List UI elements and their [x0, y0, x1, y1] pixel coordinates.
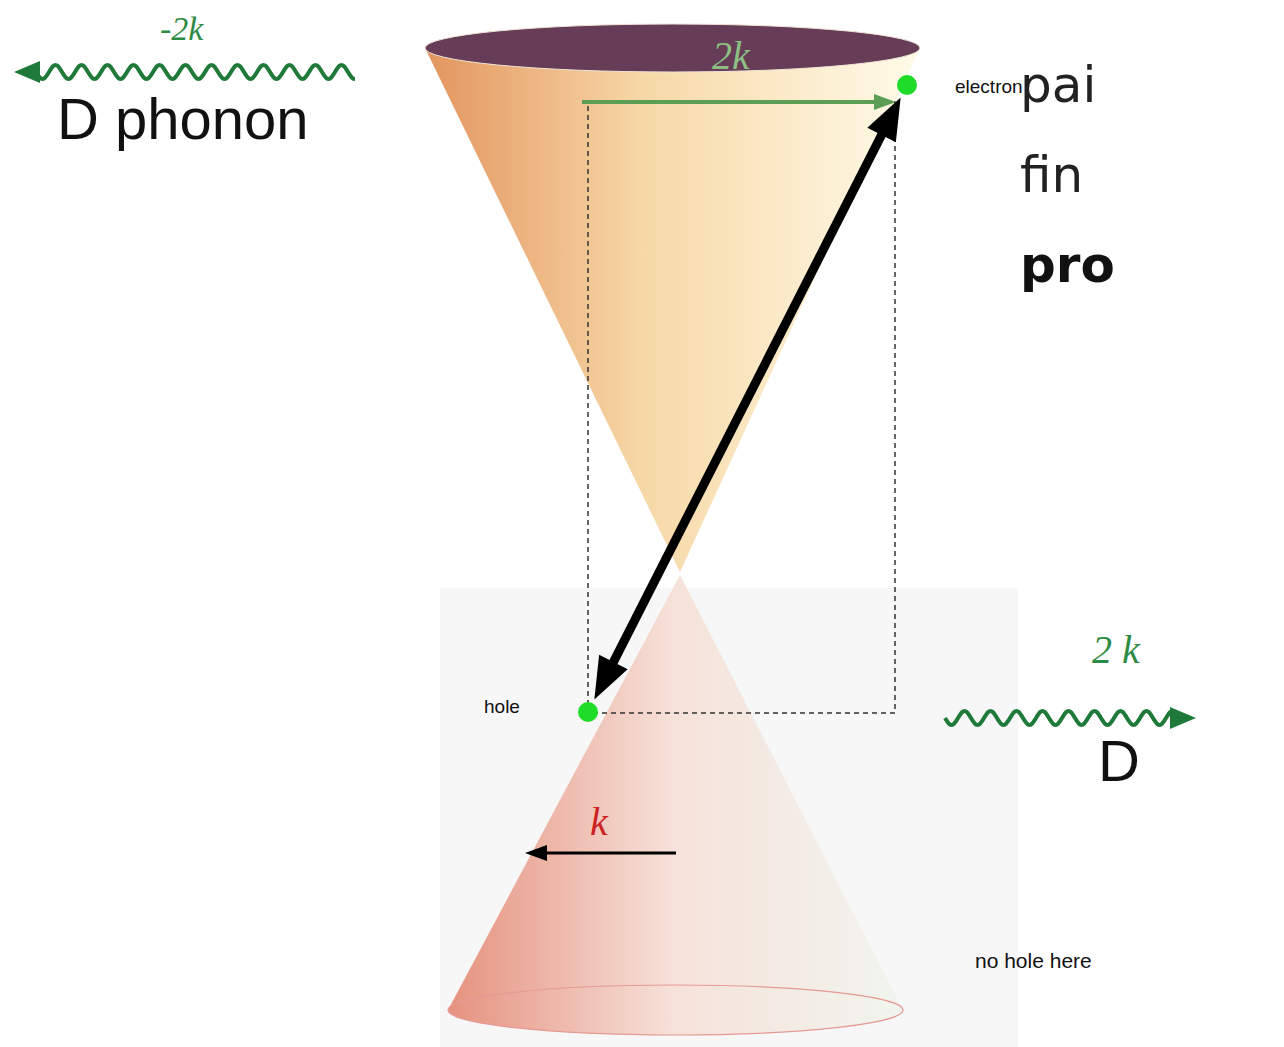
- arrow-head: [1170, 707, 1196, 729]
- transition-arrow: [610, 128, 885, 669]
- wavevector-label: 2k: [712, 36, 750, 76]
- phonon-wave: [945, 711, 1172, 725]
- lower-cone-rim: [448, 985, 903, 1035]
- cropped-text: pai: [1020, 60, 1096, 110]
- upper-cone-top: [425, 24, 920, 72]
- dashed-guide: [588, 102, 895, 713]
- lower-cone: [448, 575, 903, 1035]
- arrow-head: [14, 61, 40, 83]
- phonon-wave: [36, 65, 355, 79]
- upper-cone: [425, 48, 920, 572]
- arrow-head: [525, 845, 547, 861]
- momentum-arrow: [544, 852, 676, 855]
- particle-label: electron: [955, 77, 1023, 96]
- electron-dot: [897, 75, 917, 95]
- momentum-arrow: [582, 100, 876, 104]
- phonon-label: D phonon: [57, 90, 309, 148]
- phonon-label: D: [1098, 732, 1140, 790]
- wavevector-label: k: [590, 802, 608, 842]
- arrow-head: [594, 655, 627, 700]
- particle-label: hole: [484, 697, 520, 716]
- wavevector-label: -2k: [160, 12, 203, 46]
- wavevector-label: 2 k: [1092, 630, 1140, 670]
- arrow-head: [867, 97, 900, 142]
- cropped-text: pro: [1020, 240, 1115, 290]
- note-text: no hole here: [975, 950, 1092, 971]
- hole-dot: [578, 702, 598, 722]
- cropped-text: fin: [1020, 150, 1083, 200]
